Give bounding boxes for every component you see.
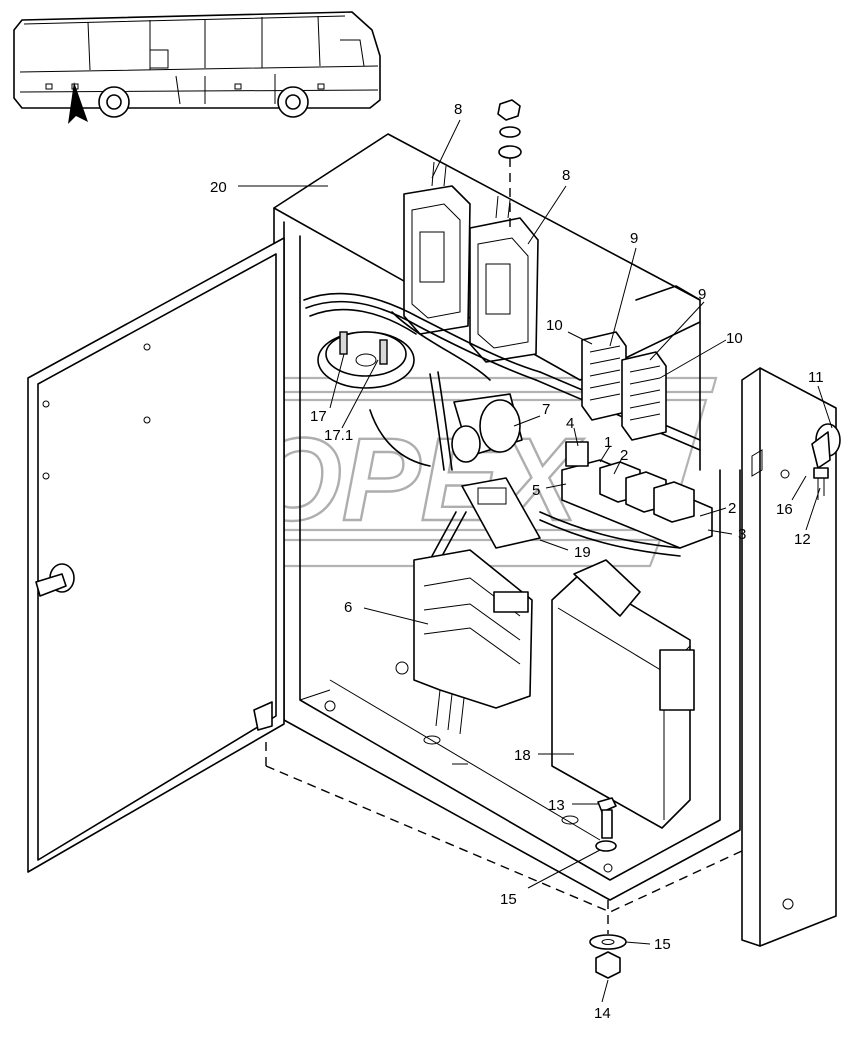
callout-9-right: 9	[698, 286, 706, 303]
location-arrow-icon	[68, 82, 88, 124]
bottom-fasteners	[589, 797, 627, 979]
callout-6: 6	[344, 599, 352, 616]
callout-18: 18	[514, 747, 531, 764]
callout-2-upper: 2	[620, 447, 628, 464]
mounting-bracket	[635, 285, 701, 301]
callout-20: 20	[210, 179, 227, 196]
callout-9-left: 9	[630, 230, 638, 247]
callout-15-lower: 15	[654, 936, 671, 953]
cabinet-side-panel-right	[741, 367, 837, 947]
buzzer-unit	[317, 331, 415, 389]
callout-17: 17	[310, 408, 327, 425]
door-handle-icon[interactable]	[35, 563, 75, 597]
fuse-block-right	[621, 351, 667, 441]
controller-unit-18	[551, 559, 695, 829]
callout-labels: 20 8 8 9 9 10 10 11 7 4 1 2 5 2 3 17 17.…	[210, 101, 824, 1022]
callout-8-left: 8	[454, 101, 462, 118]
callout-10-right: 10	[726, 330, 743, 347]
callout-3: 3	[738, 526, 746, 543]
callout-17-1: 17.1	[324, 427, 353, 444]
callout-11: 11	[808, 369, 824, 386]
solenoid-unit	[451, 393, 523, 463]
key-lock-icon[interactable]	[811, 423, 841, 500]
callout-4: 4	[566, 415, 574, 432]
callout-8-right: 8	[562, 167, 570, 184]
callout-1: 1	[604, 434, 612, 451]
bus-location-thumbnail	[13, 11, 381, 124]
fuse-block-left	[581, 331, 627, 421]
callout-14: 14	[594, 1005, 611, 1022]
callout-13: 13	[548, 797, 565, 814]
callout-16: 16	[776, 501, 793, 518]
callout-5: 5	[532, 482, 540, 499]
top-bolt-stack	[497, 99, 522, 230]
wiring-harness	[303, 292, 701, 471]
callout-19: 19	[574, 544, 591, 561]
relay-module-left	[403, 161, 471, 335]
control-module	[413, 549, 533, 735]
callout-15-upper: 15	[500, 891, 517, 908]
leader-lines	[238, 119, 833, 1003]
callout-7: 7	[542, 401, 550, 418]
callout-10-left: 10	[546, 317, 563, 334]
cabinet-door-left[interactable]	[27, 237, 285, 873]
callout-2-lower: 2	[728, 500, 736, 517]
callout-12: 12	[794, 531, 811, 548]
connector-block	[431, 477, 541, 557]
